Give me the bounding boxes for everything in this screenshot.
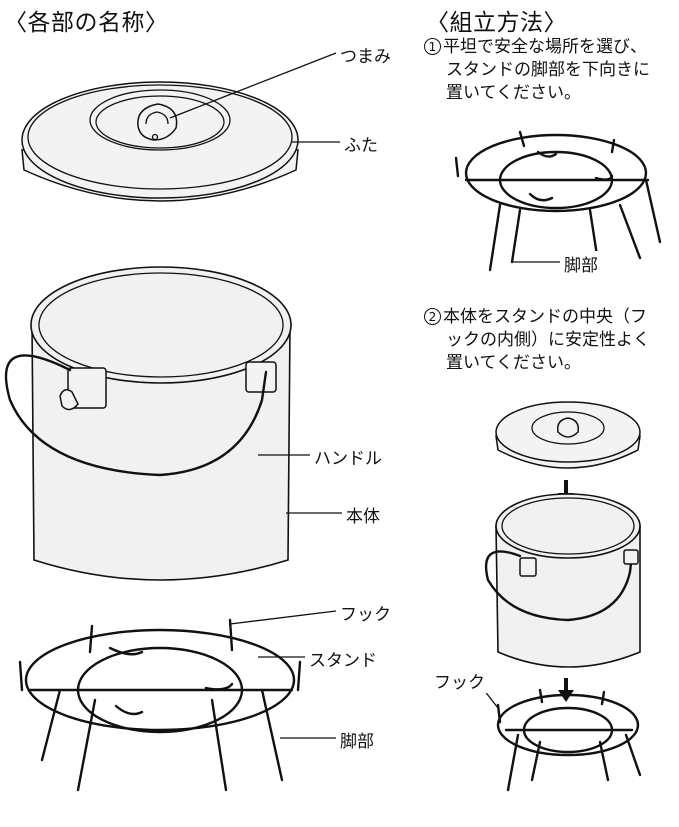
step-1-number: 1 xyxy=(424,38,441,55)
stand-illustration xyxy=(18,618,302,792)
step-2-line-3: 置いてください。 xyxy=(446,353,581,373)
lid-illustration xyxy=(21,81,299,202)
step2-stand-illustration xyxy=(483,688,642,792)
stand-label: スタンド xyxy=(307,646,379,671)
step-1-line-3: 置いてください。 xyxy=(446,83,581,103)
step1-stand-illustration xyxy=(454,130,662,272)
handle-illustration xyxy=(4,354,268,477)
assembly-section-heading: 〈組立方法〉 xyxy=(426,10,567,36)
hook-label: フック xyxy=(338,600,393,625)
legs-label: 脚部 xyxy=(338,727,376,752)
step-1-legs-callout: 脚部 xyxy=(562,251,600,276)
knob-label: つまみ xyxy=(338,42,393,67)
step2-lid-illustration xyxy=(495,401,641,469)
step-2-number: 2 xyxy=(424,308,441,325)
main-body-illustration xyxy=(30,266,292,581)
step-1-line-1: 平坦で安全な場所を選び、 xyxy=(443,37,647,57)
step-2-line-1: 本体をスタンドの中央（フ xyxy=(443,307,647,327)
step-2-hook-callout: フック xyxy=(432,668,487,693)
step2-body-illustration xyxy=(484,493,641,668)
step-2-line-2: ックの内側）に安定性よく xyxy=(446,330,650,350)
parts-section-heading: 〈各部の名称〉 xyxy=(4,10,169,36)
lid-label: ふた xyxy=(342,131,380,156)
step2-arrow-bottom xyxy=(558,678,574,702)
leader-lines-left xyxy=(169,52,342,739)
main-body-label: 本体 xyxy=(344,502,382,527)
handle-label: ハンドル xyxy=(312,444,384,469)
knob-illustration xyxy=(137,103,178,141)
step-1-line-2: スタンドの脚部を下向きに xyxy=(446,60,650,80)
